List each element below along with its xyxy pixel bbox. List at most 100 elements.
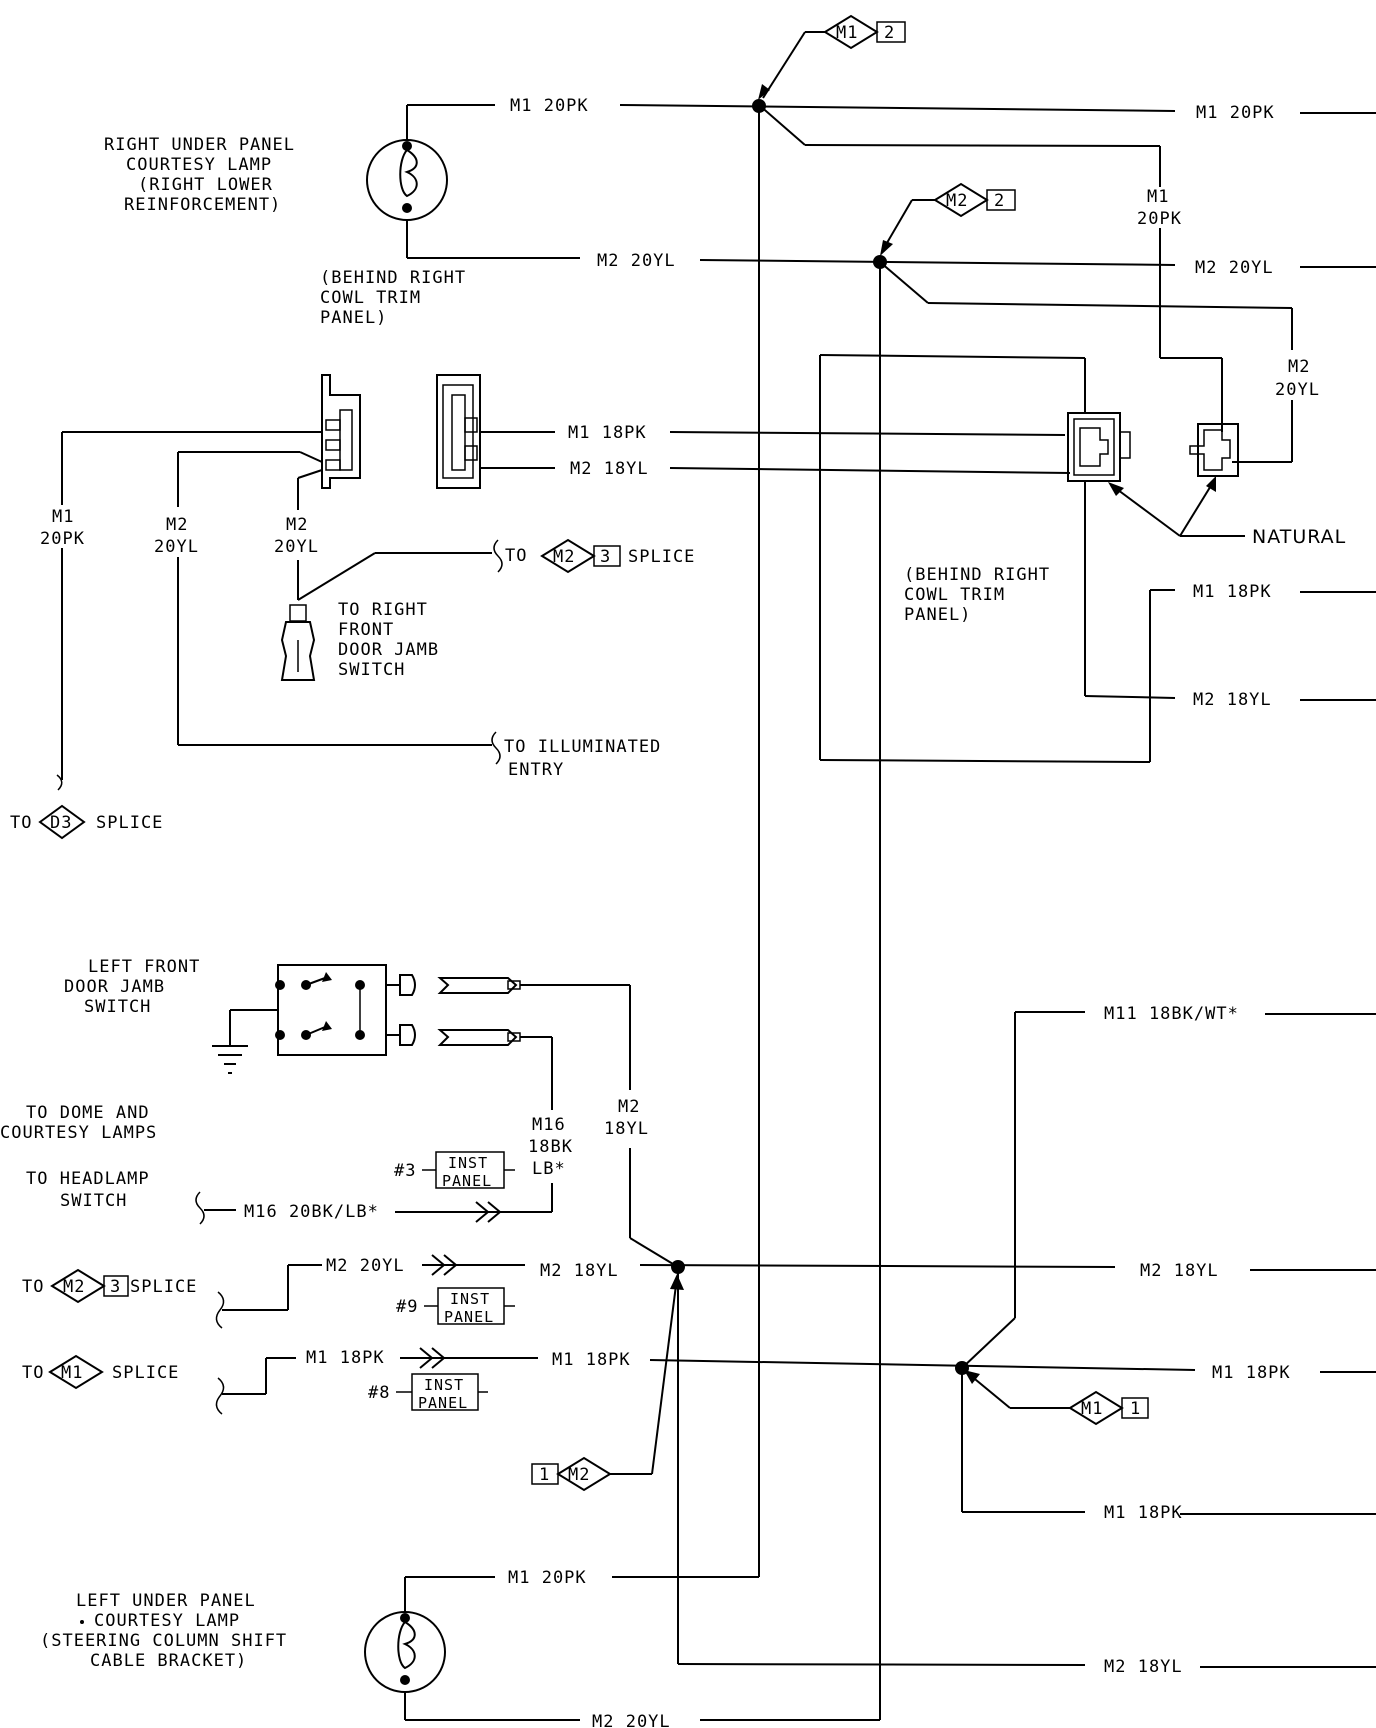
svg-text:TO: TO [22, 1363, 44, 1383]
wire-label: M1 18PK [1212, 1363, 1291, 1383]
left-door-plugs [437, 977, 521, 1046]
right-lamp-label: (RIGHT LOWER [138, 175, 273, 195]
svg-text:1: 1 [539, 1465, 550, 1485]
to-headlamp-label: SWITCH [60, 1191, 127, 1211]
splice-1-m2-lower: 1 M2 [531, 1274, 684, 1492]
wire-label: 20PK [1137, 209, 1182, 229]
right-lamp-label: COURTESY LAMP [126, 155, 272, 175]
wire-label: M2 20YL [326, 1256, 405, 1276]
svg-text:TO: TO [22, 1277, 44, 1297]
svg-text:M1: M1 [1081, 1399, 1103, 1419]
svg-text:M2: M2 [63, 1277, 85, 1297]
location-label: COWL TRIM [904, 585, 1005, 605]
svg-text:PANEL: PANEL [442, 1172, 492, 1190]
location-label: COWL TRIM [320, 288, 421, 308]
svg-text:3: 3 [110, 1277, 121, 1297]
wire-label: M2 [1288, 357, 1310, 377]
illum-label: ENTRY [508, 760, 564, 780]
left-door-label: DOOR JAMB [64, 977, 165, 997]
wire-label: M1 18PK [306, 1348, 385, 1368]
wire-label: 20YL [274, 537, 319, 557]
door-label: DOOR JAMB [338, 640, 439, 660]
wire-label: M16 [532, 1115, 566, 1135]
splice-m2-2-top: M2 2 [880, 182, 1016, 256]
right-connector-housing [436, 374, 481, 489]
junction-dot [752, 99, 766, 113]
wire-label: M2 20YL [592, 1712, 671, 1728]
wire-label: M2 18YL [570, 459, 649, 479]
left-door-label: LEFT FRONT [88, 957, 200, 977]
wire-label: M16 20BK/LB* [244, 1202, 379, 1222]
to-m2-3-splice-mid: TO M2 3 SPLICE [22, 1268, 196, 1304]
natural-pointers [1108, 476, 1245, 537]
right-door-jamb-plug [280, 604, 316, 681]
svg-text:SPLICE: SPLICE [628, 547, 695, 567]
wire-label: M1 18PK [568, 423, 647, 443]
to-dome-label: TO DOME AND [26, 1103, 150, 1123]
wire-label: M1 20PK [508, 1568, 587, 1588]
location-label: (BEHIND RIGHT [904, 565, 1050, 585]
top-m1-20pk-wires [619, 104, 1376, 432]
wire-label: M1 20PK [510, 96, 589, 116]
svg-text:M2: M2 [946, 191, 968, 211]
svg-text:2: 2 [884, 23, 895, 43]
door-label: FRONT [338, 620, 394, 640]
svg-text:M1: M1 [836, 23, 858, 43]
svg-text:2: 2 [994, 191, 1005, 211]
left-lamp-label: LEFT UNDER PANEL [76, 1591, 256, 1611]
to-dome-label: COURTESY LAMPS [0, 1123, 157, 1143]
svg-text:PANEL: PANEL [418, 1394, 468, 1412]
door-label: SWITCH [338, 660, 405, 680]
location-label: (BEHIND RIGHT [320, 268, 466, 288]
wire-label: M2 18YL [540, 1261, 619, 1281]
right-cowl-box [819, 354, 1376, 763]
left-lamp-label: COURTESY LAMP [94, 1611, 240, 1631]
svg-text:M2: M2 [568, 1465, 590, 1485]
wire-label: M2 [286, 515, 308, 535]
splice-m1-2-top: M1 2 [758, 14, 906, 100]
svg-text:SPLICE: SPLICE [112, 1363, 179, 1383]
bullet-dot [80, 1620, 84, 1624]
to-m1-splice: TO M1 SPLICE [22, 1354, 179, 1390]
natural-label: NATURAL [1252, 526, 1346, 548]
wire-label: 18YL [604, 1119, 649, 1139]
wire-label: M11 18BK/WT* [1104, 1004, 1239, 1024]
wire-label: M1 18PK [552, 1350, 631, 1370]
left-door-jamb-switch [212, 964, 416, 1074]
wire-label: M1 [1147, 187, 1169, 207]
wire-label: M1 18PK [1193, 582, 1272, 602]
wire-label: M2 18YL [1140, 1261, 1219, 1281]
connector-wires [56, 431, 1071, 791]
wire-label: M1 20PK [1196, 103, 1275, 123]
wire-label: M1 [52, 507, 74, 527]
illum-label: TO ILLUMINATED [504, 737, 661, 757]
headlamp-wire [195, 1191, 505, 1225]
wire-label: M2 18YL [1193, 690, 1272, 710]
junction-dot [873, 255, 887, 269]
natural-connector-large [1067, 412, 1131, 482]
to-headlamp-label: TO HEADLAMP [26, 1169, 150, 1189]
svg-text:#3: #3 [394, 1161, 416, 1181]
to-m2-3-splice-top: TO M2 3 SPLICE [505, 538, 695, 574]
right-lamp-label: RIGHT UNDER PANEL [104, 135, 295, 155]
svg-text:#8: #8 [368, 1383, 390, 1403]
wire-label: M2 20YL [1195, 258, 1274, 278]
svg-text:M2: M2 [553, 547, 575, 567]
door-label: TO RIGHT [338, 600, 428, 620]
wire-label: 20PK [40, 529, 85, 549]
junction-dot [671, 1260, 685, 1274]
wire-label: 20YL [154, 537, 199, 557]
to-d3-splice: TO D3 SPLICE [10, 804, 162, 840]
svg-text:3: 3 [600, 547, 611, 567]
wire-label: M2 20YL [597, 251, 676, 271]
inst-panel-9: #9 INST PANEL [396, 1287, 515, 1326]
location-label: PANEL) [904, 605, 971, 625]
top-m2-20yl-wires [699, 259, 1376, 463]
wire-label: M2 [166, 515, 188, 535]
svg-text:#9: #9 [396, 1297, 418, 1317]
wire-label: M2 18YL [1104, 1657, 1183, 1677]
svg-text:PANEL: PANEL [444, 1308, 494, 1326]
left-courtesy-lamp [364, 1576, 1376, 1721]
wire-label: 20YL [1275, 380, 1320, 400]
